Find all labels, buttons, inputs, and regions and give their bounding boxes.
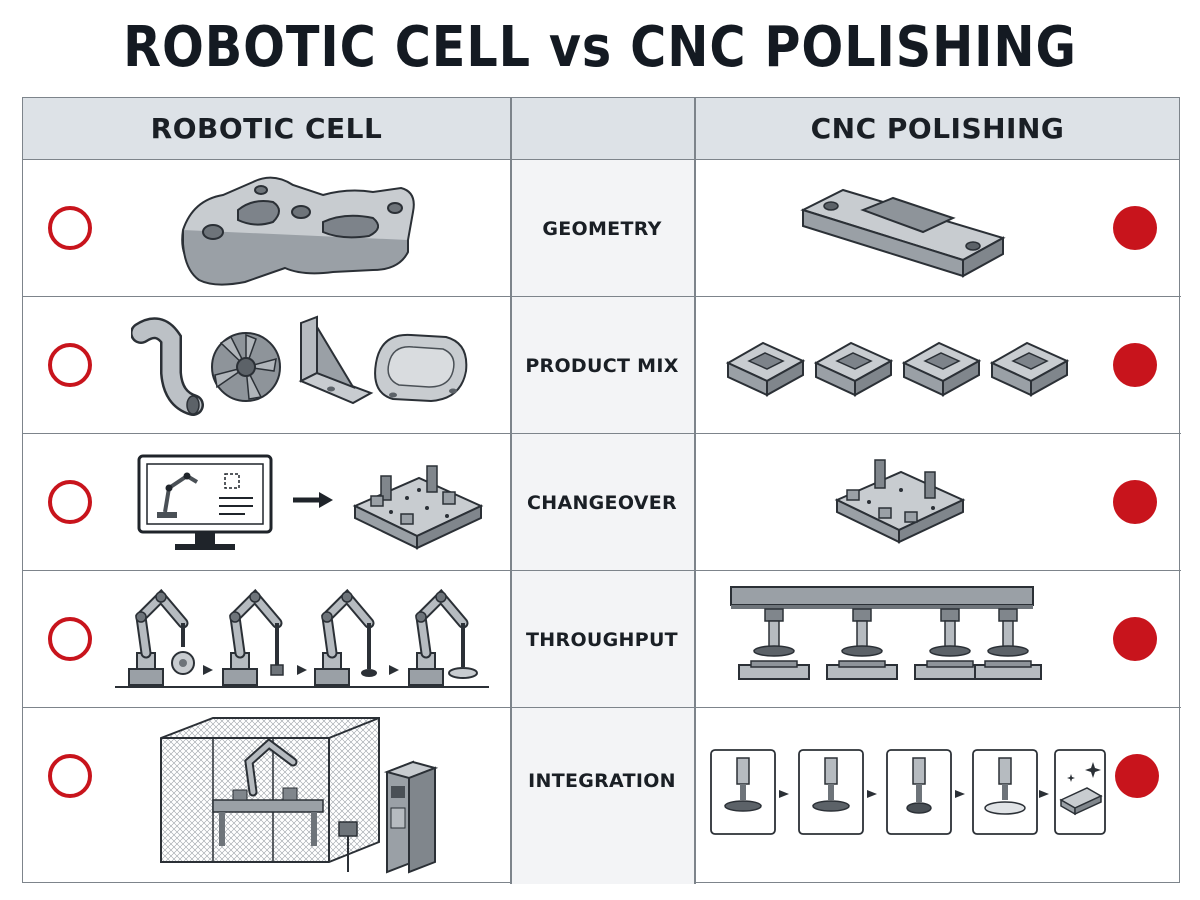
filled-circle-icon — [1113, 480, 1157, 524]
fixture-plate-icon — [352, 465, 484, 550]
row-changeover: CHANGEOVER — [23, 434, 1181, 571]
column-divider — [510, 98, 512, 884]
offline-programming-monitor-icon — [137, 454, 273, 550]
sequential-robot-arms-icon — [115, 588, 489, 688]
header-criteria — [510, 98, 694, 160]
row-label-throughput: THROUGHPUT — [526, 628, 678, 651]
row-label-product-mix: PRODUCT MIX — [525, 354, 679, 377]
row-label-geometry: GEOMETRY — [542, 217, 662, 240]
standalone-process-steps-icon — [710, 749, 1106, 835]
filled-circle-icon — [1113, 206, 1157, 250]
table-header: ROBOTIC CELL CNC POLISHING — [23, 98, 1179, 160]
row-label-integration: INTEGRATION — [528, 770, 676, 792]
page-title: ROBOTIC CELL vs CNC POLISHING — [123, 15, 1077, 80]
filled-circle-icon — [1113, 617, 1157, 661]
row-geometry: GEOMETRY — [23, 160, 1181, 297]
identical-blocks-icon — [725, 341, 1070, 397]
row-integration: INTEGRATION — [23, 708, 1181, 884]
row-label-changeover: CHANGEOVER — [527, 491, 677, 514]
arrow-right-icon — [293, 492, 333, 508]
filled-circle-icon — [1115, 754, 1159, 798]
complex-bracket-icon — [181, 176, 415, 286]
open-circle-icon — [48, 617, 92, 661]
mixed-parts-icon — [131, 315, 468, 416]
multi-spindle-gantry-icon — [730, 586, 1042, 680]
open-circle-icon — [48, 480, 92, 524]
header-robotic-cell: ROBOTIC CELL — [150, 112, 383, 145]
row-product-mix: PRODUCT MIX — [23, 297, 1181, 434]
row-divider — [23, 706, 1181, 708]
column-divider — [694, 98, 696, 884]
comparison-table: ROBOTIC CELL CNC POLISHING GEOMETRY — [22, 97, 1181, 884]
open-circle-icon — [48, 754, 92, 798]
filled-circle-icon — [1113, 343, 1157, 387]
fixture-plate-icon — [834, 459, 966, 544]
criteria-column — [510, 160, 694, 884]
header-cnc-polishing: CNC POLISHING — [810, 112, 1065, 145]
row-throughput: THROUGHPUT — [23, 571, 1181, 708]
row-divider — [23, 432, 1181, 434]
robotic-cell-enclosure-icon — [160, 717, 439, 874]
row-divider — [23, 569, 1181, 571]
rectangular-block-icon — [800, 188, 1006, 278]
row-divider — [23, 295, 1181, 297]
open-circle-icon — [48, 343, 92, 387]
open-circle-icon — [48, 206, 92, 250]
